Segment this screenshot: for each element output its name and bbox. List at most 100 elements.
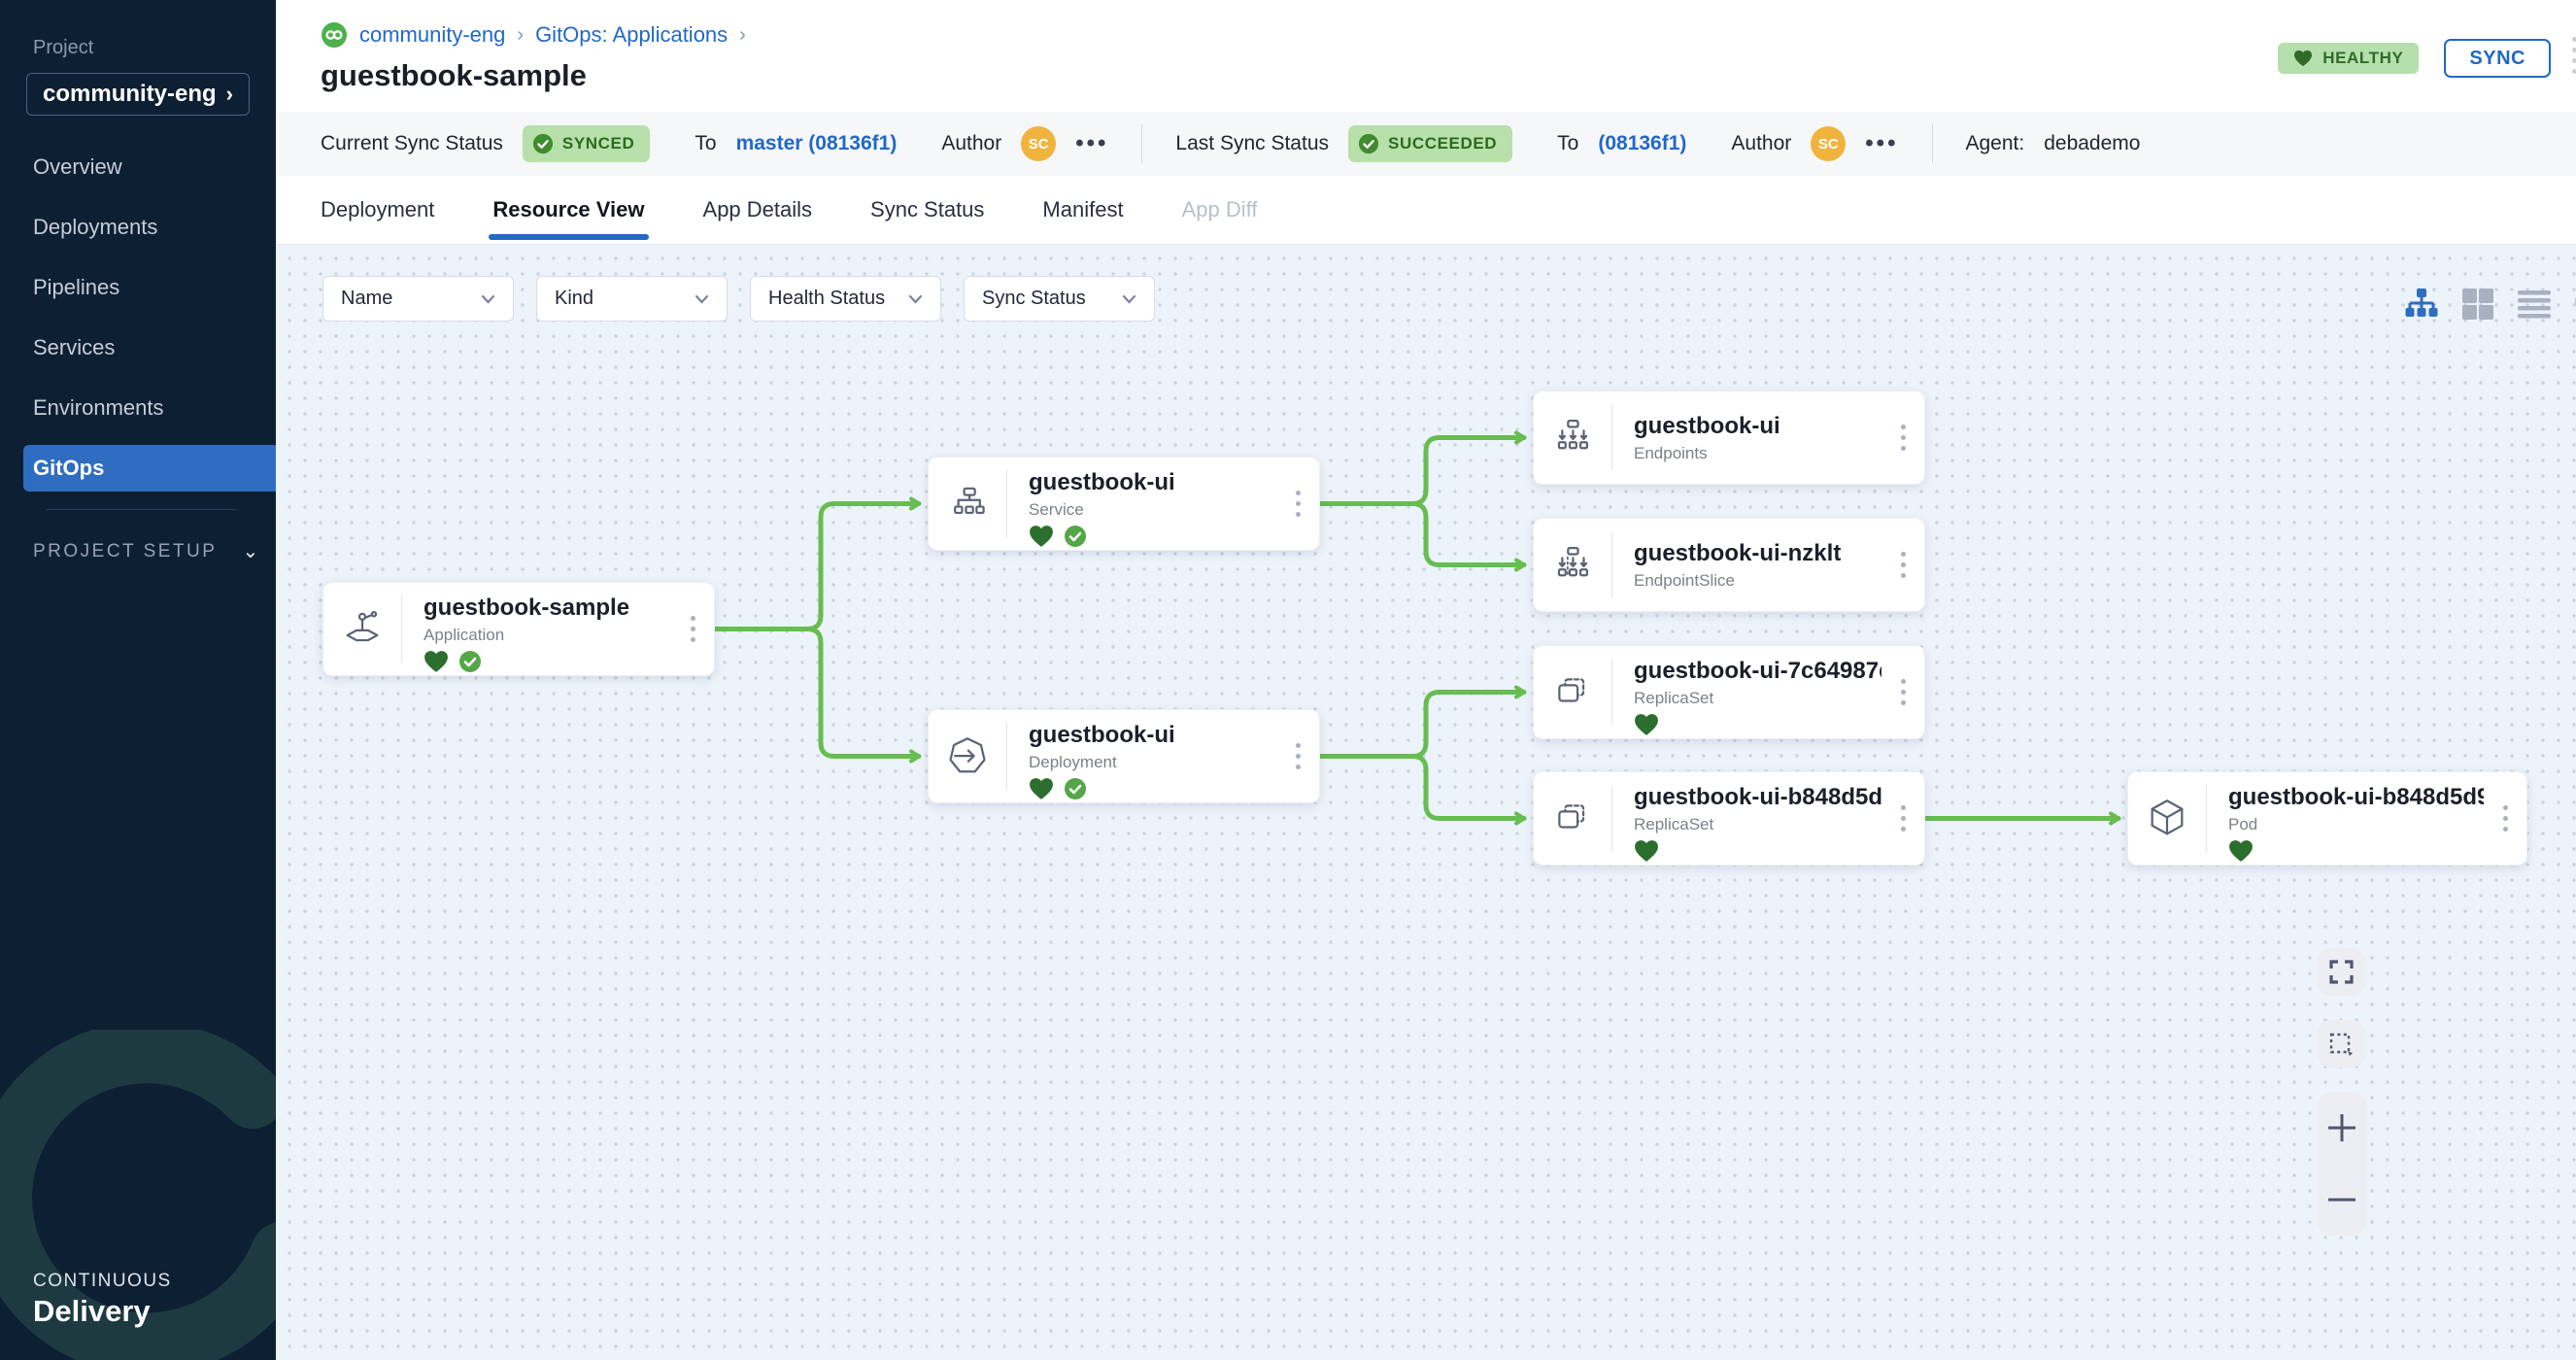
- last-revision-link[interactable]: (08136f1): [1598, 132, 1686, 155]
- node-kind-label: ReplicaSet: [1634, 815, 1881, 834]
- filter-kind-dropdown[interactable]: Kind: [536, 276, 728, 322]
- healthy-heart-icon: [424, 650, 449, 673]
- node-kind-icon-wrap: [1534, 772, 1611, 865]
- chevron-down-icon: ⌄: [242, 539, 260, 563]
- resource-tree-canvas[interactable]: Name Kind Health Status Sync Status guestbo…: [276, 245, 2576, 1360]
- breadcrumb-separator: ›: [517, 24, 524, 47]
- grid-view-button[interactable]: [2459, 286, 2496, 323]
- succeeded-badge: SUCCEEDED: [1348, 125, 1512, 162]
- node-title: guestbook-ui: [1634, 413, 1881, 440]
- heart-icon: [2293, 50, 2313, 67]
- node-kind-label: EndpointSlice: [1634, 571, 1881, 591]
- node-kebab-menu[interactable]: [1881, 391, 1924, 484]
- sidebar-item-services[interactable]: Services: [0, 318, 276, 378]
- synced-check-icon: [458, 650, 482, 673]
- header-kebab-menu[interactable]: [2572, 37, 2576, 74]
- current-revision-link[interactable]: master (08136f1): [736, 132, 898, 155]
- resource-node-endpointslice[interactable]: guestbook-ui-nzkltEndpointSlice: [1533, 518, 1925, 612]
- breadcrumb-separator: ›: [739, 24, 746, 47]
- node-kebab-menu[interactable]: [1276, 458, 1319, 550]
- project-selector[interactable]: community-eng ›: [26, 73, 250, 116]
- author-avatar: SC: [1021, 126, 1056, 161]
- pod-icon: [2145, 797, 2189, 841]
- node-title: guestbook-ui-b848d5d9...: [2228, 784, 2484, 811]
- brand-line1: CONTINUOUS: [33, 1271, 172, 1292]
- status-divider: [1141, 124, 1142, 163]
- node-kind-icon-wrap: [1534, 519, 1611, 611]
- resource-node-pod[interactable]: guestbook-ui-b848d5d9... Pod: [2127, 771, 2527, 866]
- canvas-view-button[interactable]: [2572, 286, 2576, 323]
- resource-node-service[interactable]: guestbook-uiService: [928, 457, 1320, 551]
- current-sync-more-menu[interactable]: •••: [1075, 130, 1108, 157]
- zoom-in-button[interactable]: [2317, 1092, 2367, 1164]
- node-title: guestbook-ui-nzklt: [1634, 540, 1881, 567]
- health-status-badge: HEALTHY: [2278, 43, 2419, 74]
- healthy-heart-icon: [2228, 839, 2254, 863]
- chevron-down-icon: [1122, 294, 1136, 304]
- page-title: guestbook-sample: [321, 58, 2576, 93]
- sidebar-item-deployments[interactable]: Deployments: [0, 197, 276, 257]
- breadcrumb-applications-link[interactable]: GitOps: Applications: [535, 22, 728, 48]
- node-title: guestbook-sample: [424, 595, 671, 622]
- sidebar-item-pipelines[interactable]: Pipelines: [0, 257, 276, 318]
- edge-app-to-dep: [715, 629, 919, 757]
- main-area: community-eng › GitOps: Applications › g…: [276, 0, 2576, 1360]
- sidebar: Project community-eng › OverviewDeployme…: [0, 0, 276, 1360]
- edge-dep-to-rs1: [1320, 693, 1524, 757]
- fullscreen-button[interactable]: [2317, 948, 2365, 996]
- filter-sync-status-dropdown[interactable]: Sync Status: [964, 276, 1155, 322]
- project-setup-toggle[interactable]: PROJECT SETUP ⌄: [33, 539, 261, 563]
- node-body: guestbook-uiService: [1007, 458, 1276, 550]
- node-body: guestbook-uiEndpoints: [1612, 391, 1881, 484]
- resource-node-replicaset[interactable]: guestbook-ui-7c64987dc9ReplicaSet: [1533, 645, 1925, 739]
- resource-node-replicaset[interactable]: guestbook-ui-b848d5d9dReplicaSet: [1533, 771, 1925, 866]
- sync-button[interactable]: SYNC: [2444, 39, 2551, 78]
- node-body: guestbook-ui-b848d5d9... Pod: [2207, 772, 2484, 865]
- zoom-pill: [2317, 1092, 2367, 1236]
- sidebar-item-overview[interactable]: Overview: [0, 137, 276, 197]
- node-kebab-menu[interactable]: [1276, 710, 1319, 802]
- chevron-right-icon: ›: [226, 82, 233, 107]
- zoom-out-button[interactable]: [2317, 1164, 2367, 1236]
- chevron-down-icon: [695, 294, 709, 304]
- healthy-heart-icon: [1029, 777, 1054, 800]
- node-status-icons: [1634, 713, 1881, 736]
- module-brand: CONTINUOUS Delivery: [33, 1271, 172, 1329]
- node-kind-label: Pod: [2228, 815, 2484, 834]
- tab-manifest[interactable]: Manifest: [1042, 176, 1123, 244]
- sidebar-divider: [47, 509, 237, 510]
- minus-icon: [2324, 1182, 2359, 1217]
- tab-resource-view[interactable]: Resource View: [492, 176, 644, 244]
- breadcrumb-project-link[interactable]: community-eng: [359, 22, 505, 48]
- endpoints-icon: [1550, 416, 1595, 460]
- tree-view-button[interactable]: [2403, 286, 2440, 323]
- list-view-button[interactable]: [2516, 286, 2553, 323]
- resource-node-endpoints[interactable]: guestbook-uiEndpoints: [1533, 391, 1925, 485]
- resource-node-application[interactable]: guestbook-sampleApplication: [322, 582, 715, 676]
- node-kebab-menu[interactable]: [1881, 772, 1924, 865]
- node-kebab-menu[interactable]: [1881, 646, 1924, 738]
- replicaset-icon: [1550, 670, 1595, 715]
- agent-name: debademo: [2044, 132, 2140, 155]
- filter-name-dropdown[interactable]: Name: [322, 276, 514, 322]
- tab-app-details[interactable]: App Details: [703, 176, 813, 244]
- sidebar-item-gitops[interactable]: GitOps: [23, 445, 276, 492]
- chevron-down-icon: [908, 294, 923, 304]
- node-kebab-menu[interactable]: [671, 583, 714, 675]
- canvas-controls: [2317, 948, 2369, 1236]
- node-title: guestbook-ui-b848d5d9d: [1634, 784, 1881, 811]
- node-body: guestbook-uiDeployment: [1007, 710, 1276, 802]
- check-circle-icon: [1358, 133, 1379, 154]
- node-kebab-menu[interactable]: [2484, 772, 2526, 865]
- tab-sync-status[interactable]: Sync Status: [870, 176, 984, 244]
- fit-selection-button[interactable]: [2317, 1020, 2365, 1068]
- breadcrumb: community-eng › GitOps: Applications ›: [321, 0, 2576, 49]
- filter-health-status-dropdown[interactable]: Health Status: [750, 276, 941, 322]
- node-kebab-menu[interactable]: [1881, 519, 1924, 611]
- tab-deployment[interactable]: Deployment: [321, 176, 434, 244]
- last-sync-more-menu[interactable]: •••: [1865, 130, 1898, 157]
- sidebar-item-environments[interactable]: Environments: [0, 378, 276, 438]
- filter-label: Name: [341, 288, 392, 310]
- node-body: guestbook-ui-b848d5d9dReplicaSet: [1612, 772, 1881, 865]
- resource-node-deployment[interactable]: guestbook-uiDeployment: [928, 709, 1320, 803]
